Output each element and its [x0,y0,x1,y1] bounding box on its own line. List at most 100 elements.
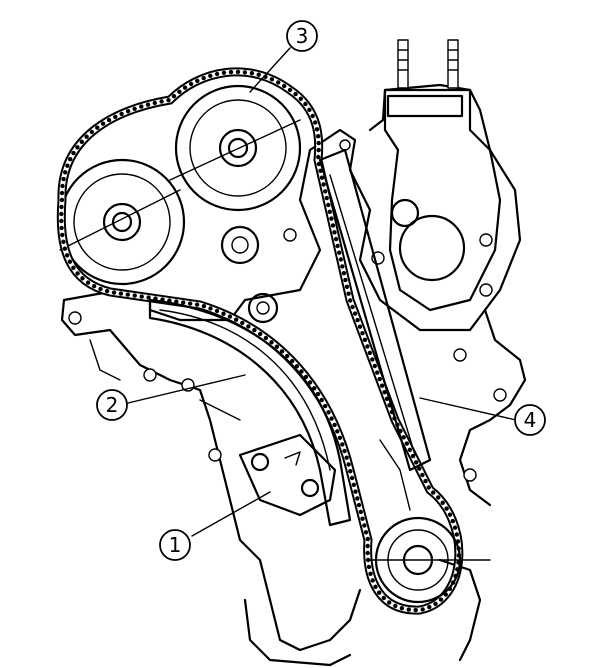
chain-link [375,370,380,375]
chain-link [438,597,444,602]
chain-link [89,129,95,135]
chain-link [377,590,382,595]
chain-link [171,94,177,99]
callout-1-label: 1 [169,533,182,557]
chain-link [393,603,398,609]
chain-link [413,607,418,613]
leader-lines [127,47,517,537]
chain-link [338,257,343,262]
chain-link [454,532,459,537]
chain-link [426,485,431,490]
chain-link [293,91,298,97]
chain-link [125,292,130,297]
chain-link [201,75,206,81]
chain-link [433,601,438,606]
chain-link [341,271,347,276]
chain-link [240,320,245,326]
chain-link [366,564,372,570]
chain-link [125,109,131,114]
chain-link [111,290,117,295]
chain-link [337,435,343,440]
chain-link [59,204,64,210]
chain-link [61,176,66,182]
chain-link [303,374,309,380]
chain-link [330,223,336,228]
chain-link [201,304,207,309]
chain-link [159,99,164,104]
chain-link [208,73,213,79]
chain-link [75,145,80,150]
chain-link [367,350,372,356]
chain-link [100,121,106,126]
timing-chain [56,67,464,615]
chain-link [440,500,445,505]
chain-link [362,337,368,342]
chain-link [358,509,363,515]
chain-link [348,469,353,474]
chain-link [315,391,321,397]
chain-link [132,293,137,298]
chain-link [139,104,144,109]
callout-1: 1 [159,529,191,561]
chain-link [80,276,85,281]
chain-link [276,80,281,85]
chain-link [365,557,371,563]
callout-4-label: 4 [524,408,537,432]
chain-link [242,70,248,75]
chain-link [399,606,405,611]
chain-link [228,69,234,75]
chain-link [214,71,220,77]
chain-band-inner [58,69,462,613]
chain-link [307,107,312,113]
chain-link [67,259,73,264]
chain-link [68,157,73,162]
chain-link [303,101,308,107]
chain-link [337,250,342,255]
chain-link [340,442,345,447]
chain-link [71,150,76,156]
chain-link [365,536,370,542]
chain-link [381,595,386,601]
cam-sprocket-right [169,84,302,212]
chain-link [316,140,321,146]
chain-link [349,475,355,481]
oil-pump-housing [383,39,502,312]
chain-link [214,308,220,314]
chain-link [274,344,280,349]
chain-link [323,189,328,194]
chain-link [221,70,227,76]
chain-link [75,271,80,276]
chain-link [307,380,313,385]
chain-link [84,134,89,139]
chain-link [332,230,337,235]
chain-link [249,71,255,76]
chain-link [59,197,65,203]
chain-link [324,195,329,201]
engine-block-outline [60,83,527,667]
chain-link [360,516,365,521]
chain-link [318,168,323,173]
chain-link [319,397,324,403]
chain-link [279,349,285,354]
chain-link [152,100,157,106]
chain-link [423,478,428,484]
chain-link [420,607,425,612]
chain-link [327,209,332,214]
chain-link [377,376,382,382]
chain-link [363,530,369,535]
idler-sprocket [220,225,279,324]
chain-link [235,69,241,75]
chain-link [410,453,416,459]
chain-link [310,113,315,119]
chain-link [290,358,295,364]
chain-link [263,335,269,341]
chain-link [360,331,365,336]
chain-link [61,239,66,244]
chain-link [348,298,353,303]
chain-link [298,96,303,102]
chain-link [299,369,304,374]
chain-link [246,324,251,329]
chain-link [350,304,355,310]
chain-link [313,120,318,125]
